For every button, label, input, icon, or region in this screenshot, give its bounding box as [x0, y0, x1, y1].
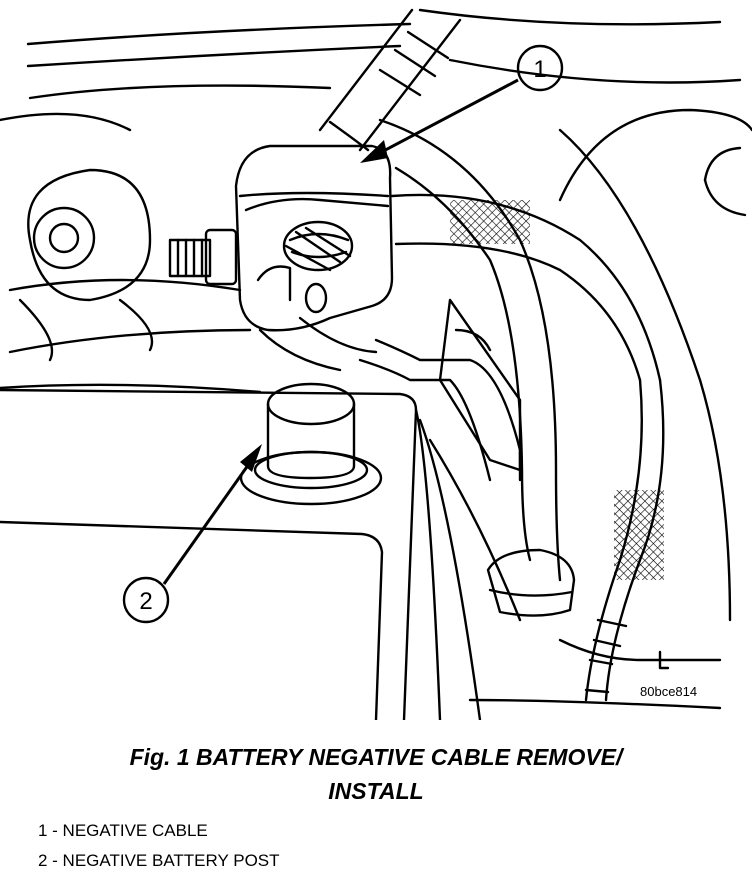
legend-item: 2 - NEGATIVE BATTERY POST	[38, 851, 280, 870]
callout-1-label: 1	[533, 56, 546, 83]
caption-line-1: Fig. 1 BATTERY NEGATIVE CABLE REMOVE/	[129, 744, 623, 770]
legend: 1 - NEGATIVE CABLE 2 - NEGATIVE BATTERY …	[38, 816, 280, 876]
caption-line-2: INSTALL	[328, 778, 424, 804]
battery-cable-illustration: 1 2	[0, 8, 752, 720]
image-code: 80bce814	[640, 684, 698, 699]
legend-item: 1 - NEGATIVE CABLE	[38, 821, 208, 840]
figure-caption: Fig. 1 BATTERY NEGATIVE CABLE REMOVE/ IN…	[0, 740, 752, 808]
callout-2-label: 2	[139, 588, 152, 615]
